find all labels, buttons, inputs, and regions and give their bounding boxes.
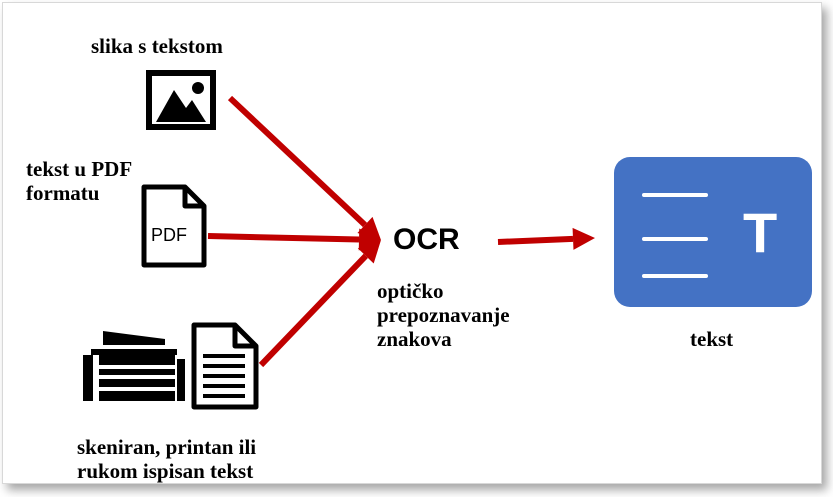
pdf-file-icon: PDF xyxy=(141,184,207,268)
diagram-frame: slika s tekstom tekst u PDF formatu sken… xyxy=(2,2,822,484)
arrow-ocr-to-output xyxy=(497,227,595,250)
text-document-icon: T xyxy=(614,157,812,307)
arrow-scan-to-ocr xyxy=(258,240,381,368)
pdf-badge-text: PDF xyxy=(151,225,187,245)
text-line xyxy=(642,274,708,278)
text-line xyxy=(642,237,708,241)
arrow-image-to-ocr xyxy=(227,95,381,240)
printer-scanner-icon xyxy=(83,331,185,401)
text-letter: T xyxy=(743,201,778,264)
output-label: tekst xyxy=(690,327,734,351)
document-icon xyxy=(191,322,259,410)
ocr-description: optičko prepoznavanje znakova xyxy=(377,279,510,351)
flow-arrows xyxy=(207,95,595,368)
image-source-label: slika s tekstom xyxy=(91,34,223,58)
scanned-source-label: skeniran, printan ili rukom ispisan teks… xyxy=(77,435,257,483)
arrow-pdf-to-ocr xyxy=(207,228,381,251)
image-icon xyxy=(146,70,216,130)
text-line xyxy=(642,193,708,197)
ocr-label: OCR xyxy=(393,223,460,256)
pdf-source-label: tekst u PDF formatu xyxy=(26,157,133,205)
